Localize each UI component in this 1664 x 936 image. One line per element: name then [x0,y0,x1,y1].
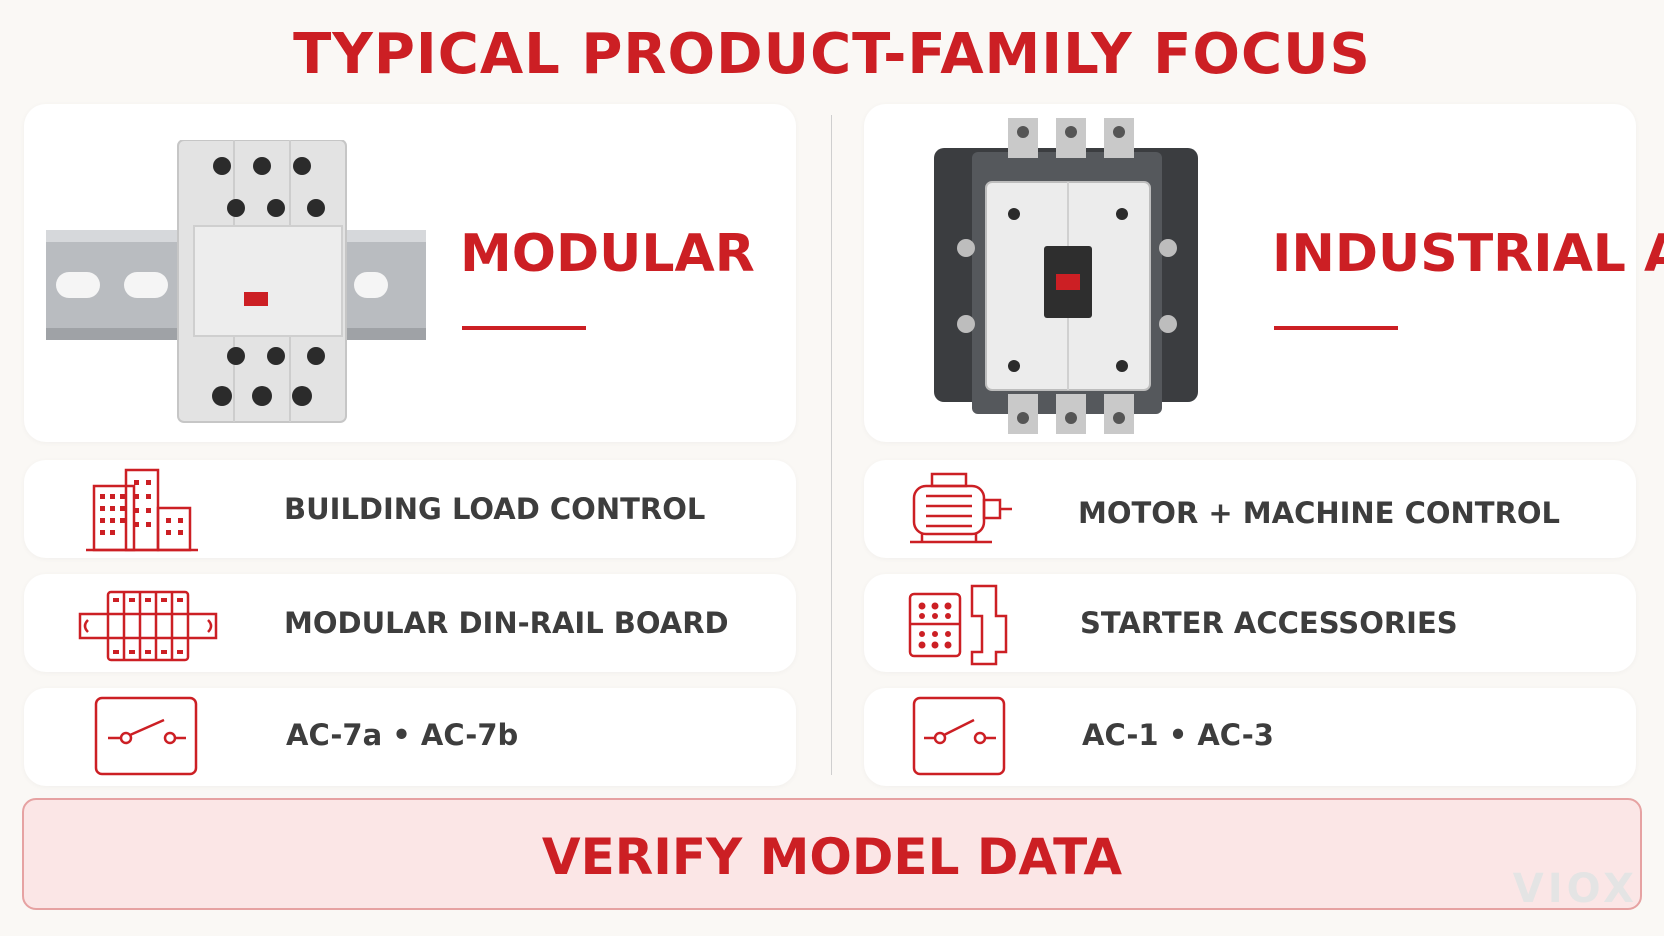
modular-din-rail-board-text: MODULAR DIN-RAIL BOARD [284,606,729,640]
modular-label: MODULAR [460,224,755,284]
switch-contact-icon [94,696,198,776]
ac-1-ac-3-text: AC-1 • AC-3 [1082,718,1274,752]
din-rail-board-icon [78,590,218,662]
verify-model-data-text: VERIFY MODEL DATA [541,828,1123,886]
industrial-ac-underline [1274,326,1398,330]
column-divider [831,115,832,775]
right-row-2: STARTER ACCESSORIES [864,574,1636,672]
motor-icon [910,472,1012,544]
viox-logo: VIOX [1512,866,1638,912]
left-row-1: BUILDING LOAD CONTROL [24,460,796,558]
buildings-icon [86,468,198,552]
modular-underline [462,326,586,330]
left-row-3: AC-7a • AC-7b [24,688,796,786]
starter-accessories-text: STARTER ACCESSORIES [1080,606,1458,640]
verify-model-data-banner: VERIFY MODEL DATA [22,798,1642,910]
industrial-ac-label: INDUSTRIAL AC [1272,224,1664,284]
building-load-control-text: BUILDING LOAD CONTROL [284,492,706,526]
right-row-3: AC-1 • AC-3 [864,688,1636,786]
page-title: TYPICAL PRODUCT-FAMILY FOCUS [293,22,1371,87]
modular-contactor-image [46,140,426,423]
industrial-hero-card: INDUSTRIAL AC [864,104,1664,442]
starter-accessories-icon [908,584,1008,666]
modular-hero-card: MODULAR [24,104,796,442]
ac-7a-ac-7b-text: AC-7a • AC-7b [286,718,519,752]
right-row-1: MOTOR + MACHINE CONTROL [864,460,1636,558]
switch-contact-icon [912,696,1006,776]
industrial-contactor-image [934,118,1198,434]
left-row-2: MODULAR DIN-RAIL BOARD [24,574,796,672]
motor-machine-control-text: MOTOR + MACHINE CONTROL [1078,496,1561,530]
